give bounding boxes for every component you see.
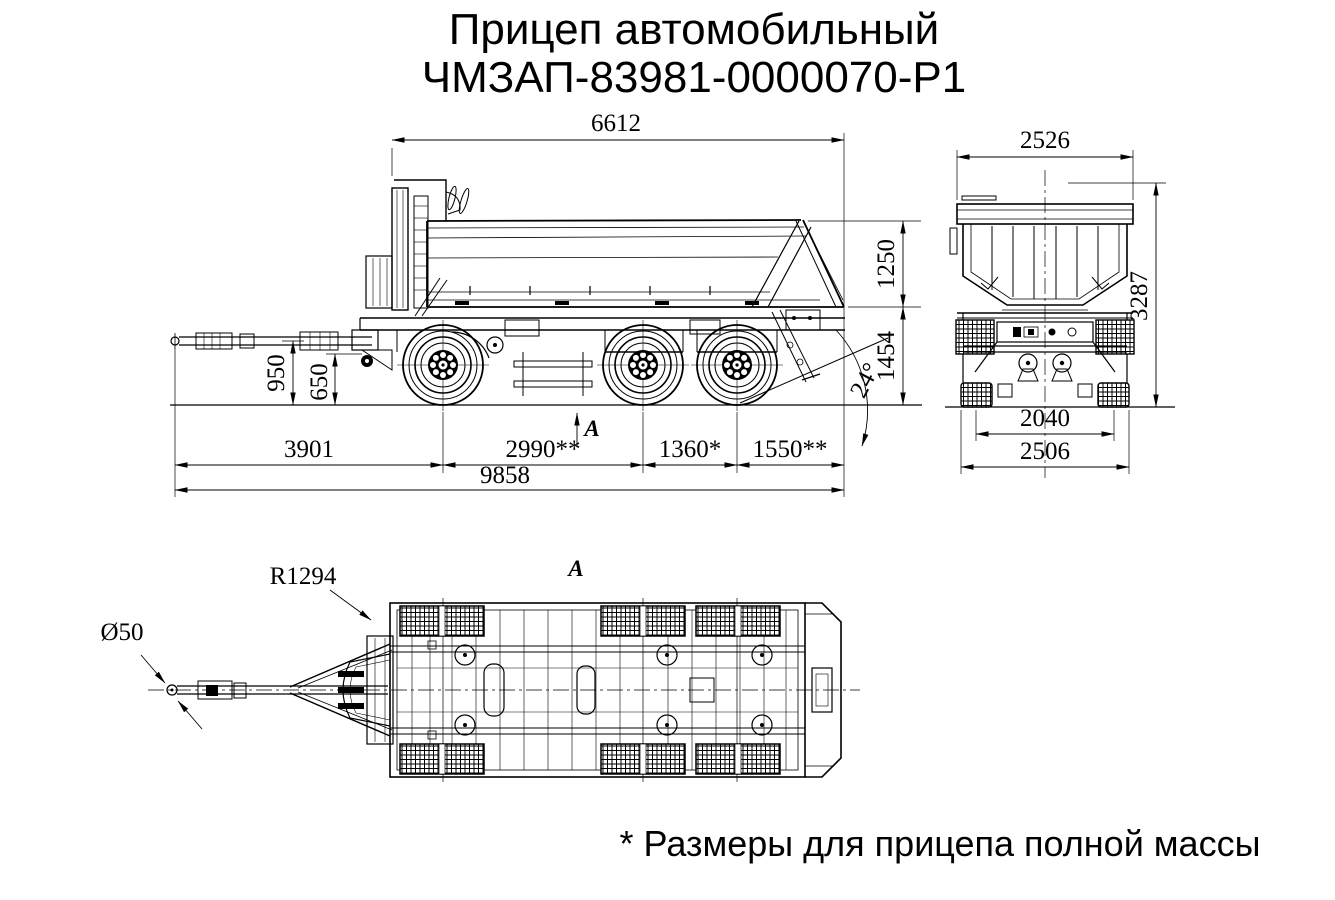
dim-overall-height: 3287 (1126, 271, 1153, 321)
tire-pack (399, 605, 485, 637)
eye-diameter-leader (177, 700, 203, 730)
dump-body (426, 219, 845, 308)
dim-hitch-height: 650 (306, 363, 333, 401)
dim-axle1-axle2: 2990** (506, 436, 581, 463)
front-shield (365, 179, 470, 317)
rear-frame (805, 602, 842, 778)
plan-view-label: А (566, 556, 583, 581)
dim-track-width: 2040 (1020, 405, 1070, 432)
swing-radius-leader (329, 589, 372, 621)
dim-body-length: 6612 (591, 110, 641, 137)
dim-overall-length: 9858 (480, 462, 530, 489)
side-view-dimensions: 6612 1250 1454 950 650 3901 2990** 1360*… (174, 110, 921, 497)
tire-pack (399, 743, 485, 775)
air-tank (576, 665, 596, 715)
wheel-axle1 (396, 319, 490, 412)
dim-rear-overhang: 1550** (753, 436, 828, 463)
drawbar-plan (166, 635, 394, 745)
support-stand (513, 352, 593, 396)
dim-eye-to-axle1: 3901 (284, 436, 334, 463)
tire-pack-right (1095, 319, 1135, 355)
tire-pack (695, 605, 781, 637)
view-direction-label: А (582, 416, 599, 441)
tire-pack (600, 743, 686, 775)
tipping-arc (835, 329, 869, 447)
tire-right (1097, 382, 1130, 408)
air-tank (483, 663, 505, 717)
dim-overall-width: 2506 (1020, 438, 1070, 465)
eye-diameter-leader (140, 654, 166, 684)
tire-pack (695, 743, 781, 775)
tire-pack (600, 605, 686, 637)
drawbar (170, 329, 393, 371)
tire-pack-left (955, 319, 995, 355)
dim-axle2-axle3: 1360* (659, 436, 722, 463)
plan-view: А (100, 556, 860, 782)
wheel-axle2 (596, 319, 690, 412)
rear-view: 2526 3287 2040 2506 (945, 127, 1175, 478)
tipping-angle-line (739, 337, 889, 404)
dim-drawbar-eye-height: 950 (263, 354, 290, 392)
dim-body-height: 1250 (873, 239, 900, 289)
footnote: * Размеры для прицепа полной массы (620, 823, 1261, 864)
drawing-title-line1: Прицеп автомобильный (449, 5, 940, 54)
tire-left (960, 382, 993, 408)
dim-eye-diameter: Ø50 (100, 619, 143, 646)
rear-view-dimensions: 2526 3287 2040 2506 (956, 127, 1166, 474)
dim-body-width: 2526 (1020, 127, 1070, 154)
dim-swing-radius: R1294 (270, 563, 337, 590)
drawing-title-line2: ЧМЗАП-83981-0000070-Р1 (422, 53, 966, 102)
dim-loading-height: 1454 (873, 331, 900, 382)
side-view: 24° 6612 1250 1454 950 650 3901 (170, 110, 922, 497)
